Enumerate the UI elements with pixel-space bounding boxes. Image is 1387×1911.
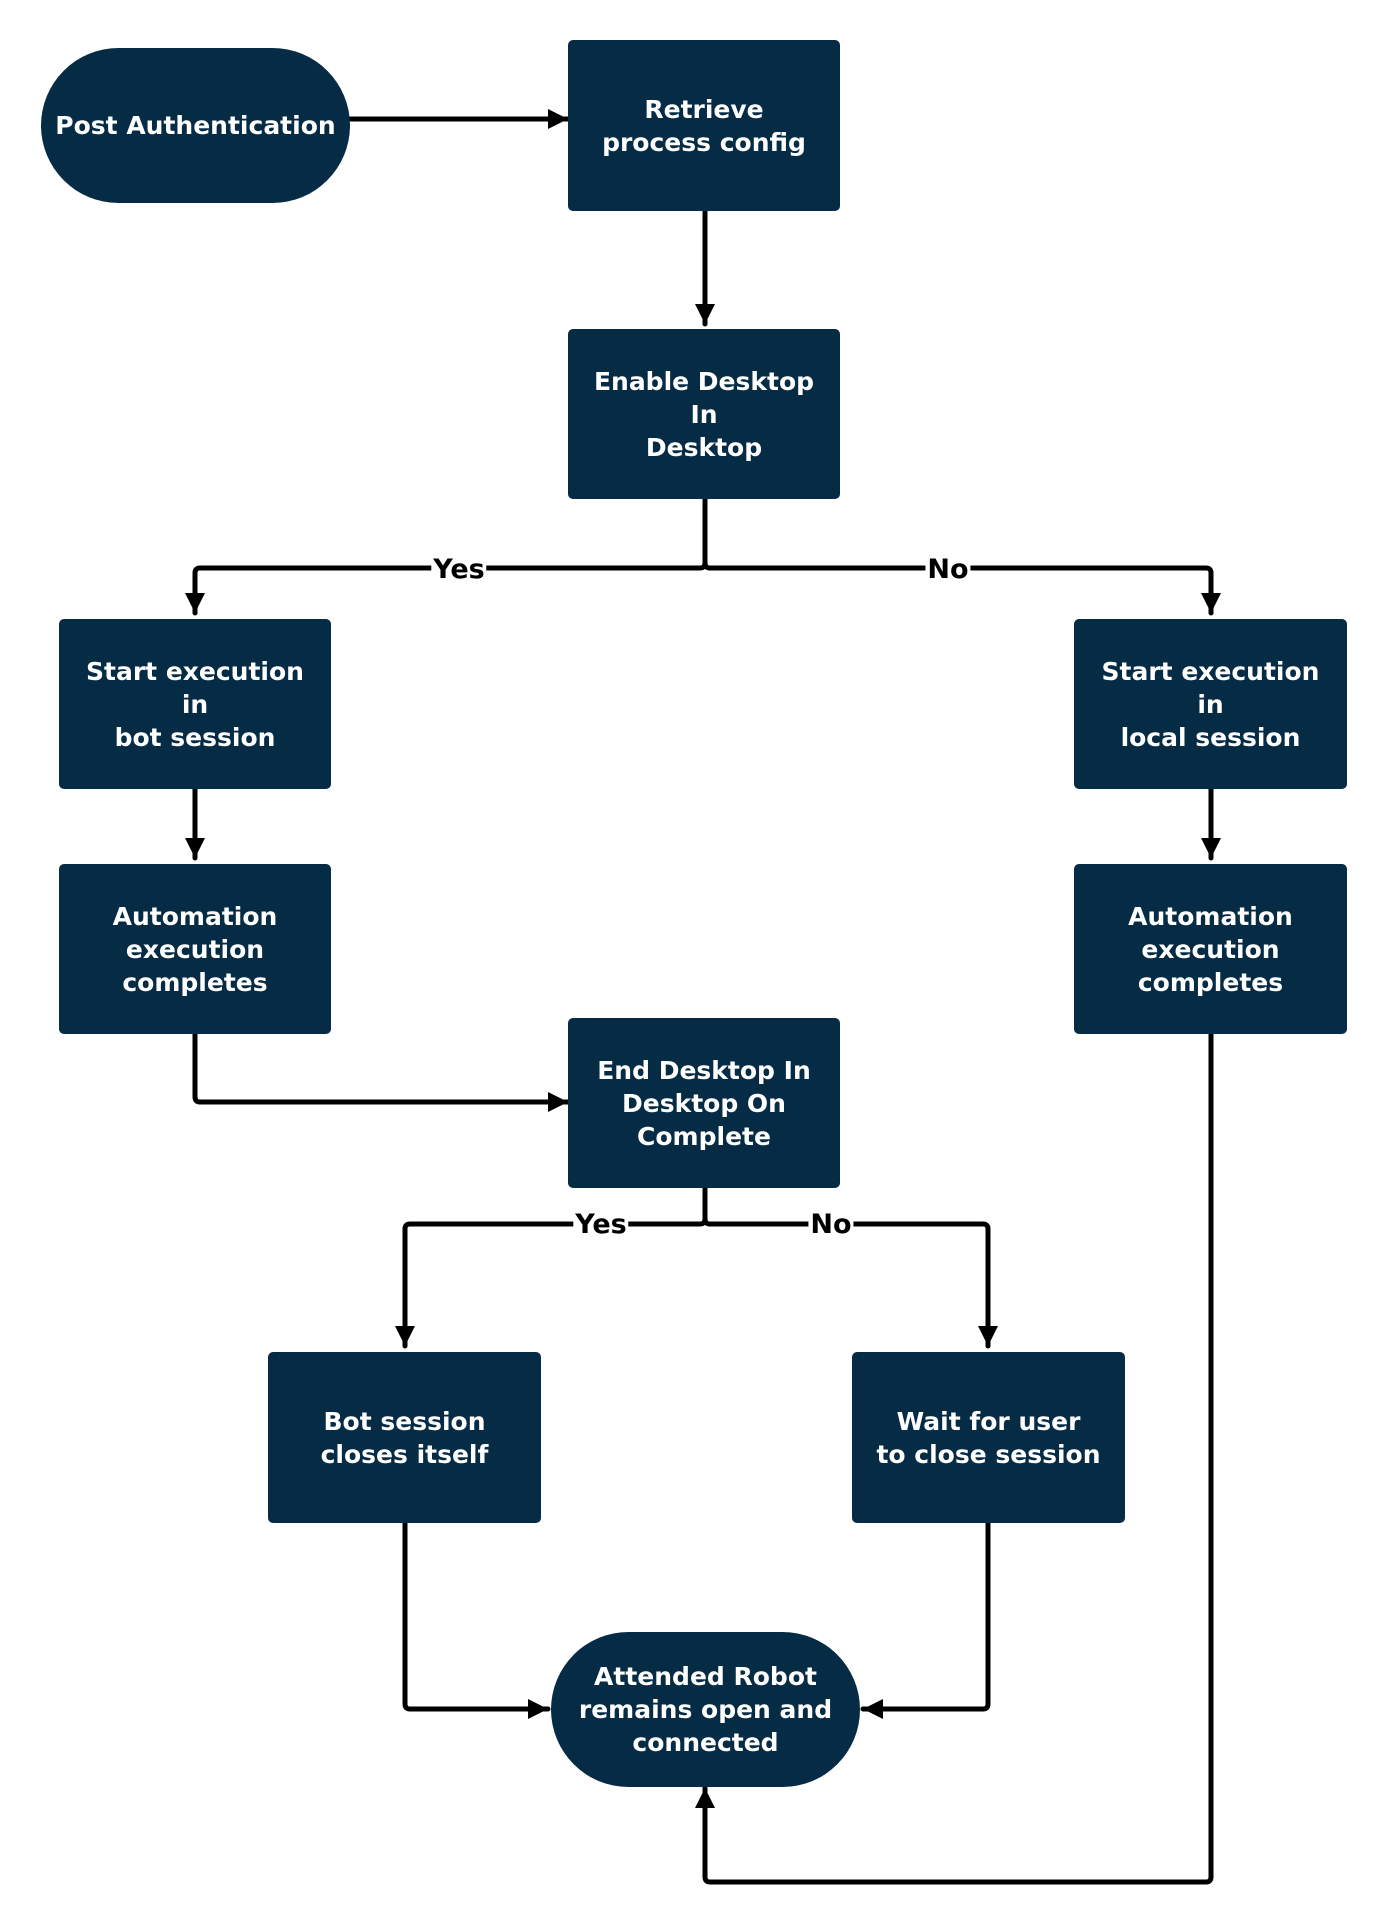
edge-label-end-no: No — [808, 1209, 854, 1240]
node-automation-execution-completes-right: Automation execution completes — [1074, 864, 1347, 1034]
edge-end-yes-to-bot-closes — [395, 1185, 708, 1349]
node-start-execution-local-session: Start execution in local session — [1074, 619, 1347, 789]
node-enable-desktop-in-desktop: Enable Desktop In Desktop — [568, 329, 840, 499]
node-start-execution-bot-session: Start execution in bot session — [59, 619, 331, 789]
node-attended-robot-remains-open: Attended Robot remains open and connecte… — [551, 1632, 860, 1787]
node-retrieve-process-config: Retrieve process config — [568, 40, 840, 211]
node-bot-session-closes-itself: Bot session closes itself — [268, 1352, 541, 1523]
edge-end-no-to-wait-user — [702, 1216, 998, 1349]
node-post-authentication: Post Authentication — [41, 48, 350, 203]
node-end-desktop-in-desktop-on-complete: End Desktop In Desktop On Complete — [568, 1018, 840, 1188]
edge-label-enable-yes: Yes — [431, 554, 487, 585]
edge-label-end-yes: Yes — [573, 1209, 629, 1240]
edge-auto-left-to-end-did — [192, 1031, 571, 1112]
node-wait-for-user-to-close-session: Wait for user to close session — [852, 1352, 1125, 1523]
edge-auto-right-to-attended — [695, 1031, 1214, 1885]
node-automation-execution-completes-left: Automation execution completes — [59, 864, 331, 1034]
edge-wait-user-to-attended — [860, 1520, 991, 1719]
edge-bot-closes-to-attended — [402, 1520, 551, 1719]
edge-enable-no-to-start-local — [702, 560, 1221, 616]
edge-label-enable-no: No — [925, 554, 971, 585]
